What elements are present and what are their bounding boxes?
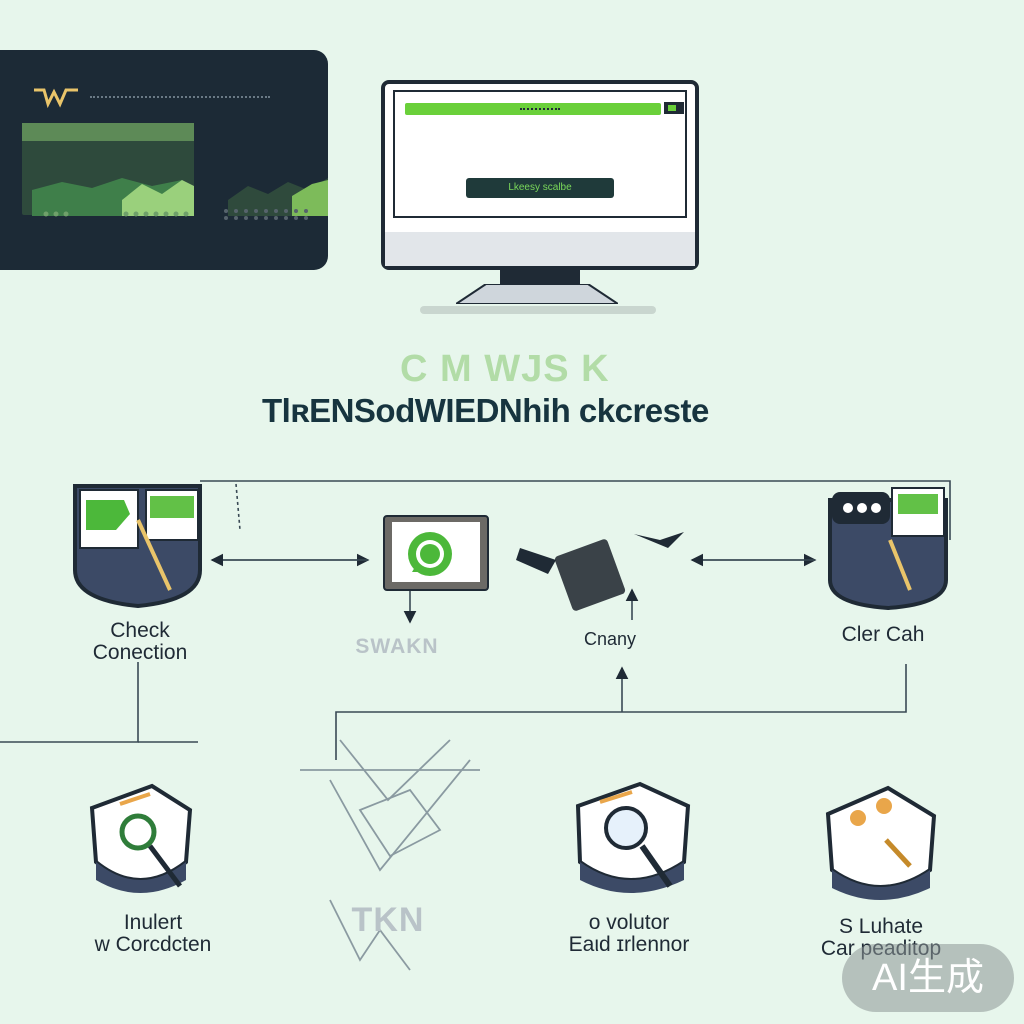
monitor-chin bbox=[385, 232, 695, 266]
device-crank-icon bbox=[516, 532, 684, 611]
clear-cache-icon bbox=[828, 487, 948, 611]
luhate-label-line1: S Luhate bbox=[838, 915, 924, 938]
faded-heading: C M WJS K bbox=[400, 348, 610, 390]
check-connection-label: Check Conection bbox=[60, 620, 220, 664]
monitor-progress-bar bbox=[405, 103, 661, 115]
luhate-box-icon bbox=[825, 785, 937, 900]
volutor-magnifier-icon bbox=[575, 781, 691, 893]
inulert-label-line2: w Corcdcten bbox=[94, 933, 212, 956]
volutor-label: o volutor Eaιd ɪrlennor bbox=[554, 912, 704, 956]
inulert-box-icon bbox=[89, 783, 193, 893]
check-connection-label-line1: Check bbox=[110, 619, 170, 642]
dashboard-menu-dots bbox=[90, 96, 270, 100]
dashboard-area-chart bbox=[32, 178, 328, 216]
monitor-shadow bbox=[420, 306, 656, 314]
monitor-stand bbox=[456, 284, 618, 304]
monitor-window-icon bbox=[664, 102, 684, 114]
whatsapp-label: SWAKN bbox=[355, 635, 439, 658]
check-center-label: TKN bbox=[351, 901, 425, 939]
monitor-neck bbox=[500, 270, 580, 284]
diagram-title: TlʀENSodWIEDNhih ckcreste bbox=[262, 392, 709, 429]
check-connection-icon bbox=[73, 484, 202, 609]
dashboard-panel-header bbox=[22, 123, 194, 141]
crank-label: Cnany bbox=[583, 629, 637, 649]
inulert-label: Inulert w Corcdcten bbox=[68, 912, 238, 956]
check-connection-label-line2: Conection bbox=[92, 641, 188, 664]
dashboard-data-dots bbox=[43, 209, 308, 220]
ai-generated-badge: AI生成 bbox=[842, 944, 1014, 1012]
monitor-action-button[interactable]: Lkeesy scalbe bbox=[466, 178, 614, 198]
volutor-label-line2: Eaιd ɪrlennor bbox=[568, 933, 690, 956]
check-center-sketch-icon bbox=[300, 739, 480, 971]
trend-logo-icon bbox=[34, 88, 78, 108]
inulert-label-line1: Inulert bbox=[123, 911, 183, 934]
clear-cache-label: Cler Cah bbox=[841, 623, 925, 646]
volutor-label-line1: o volutor bbox=[588, 911, 670, 934]
whatsapp-tablet-icon bbox=[383, 515, 489, 591]
